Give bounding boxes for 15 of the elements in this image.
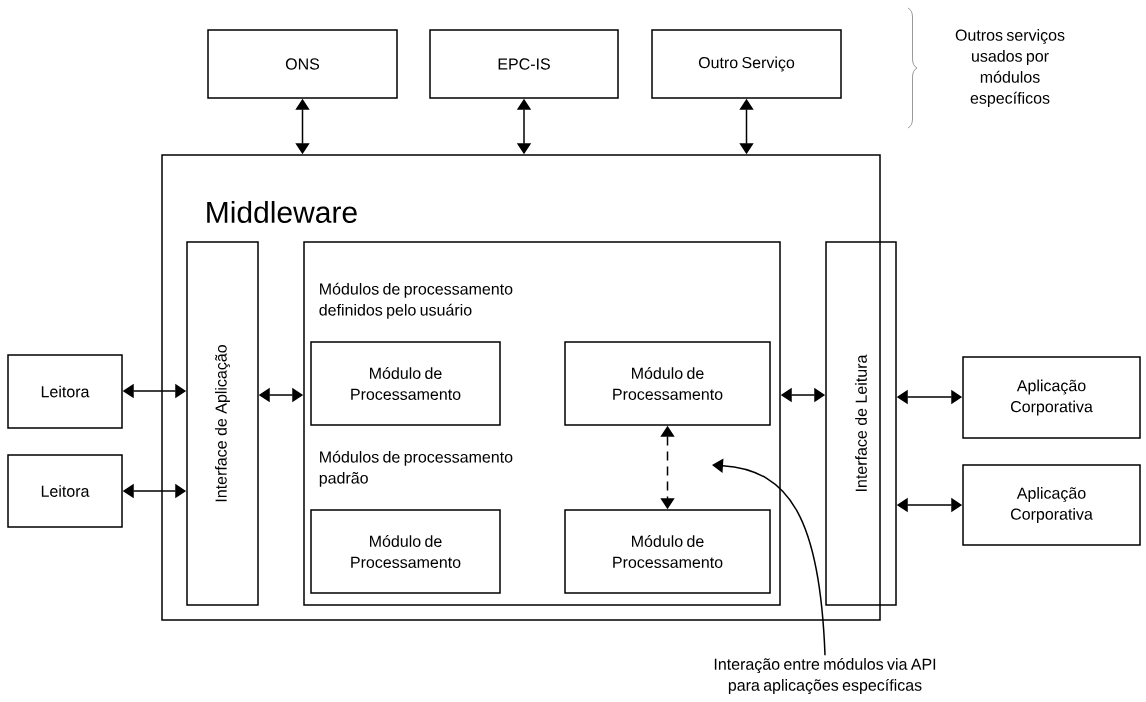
service-box: EPC-IS: [429, 29, 619, 99]
interface-box: Interface de Aplicação: [186, 241, 259, 606]
service-box: Outro Serviço: [651, 29, 842, 99]
module-box: Módulo de Processamento: [310, 341, 501, 426]
note-text: Outros serviços usados por módulos específicos: [955, 29, 1065, 107]
note-text: Interação entre módulos via API para aplicações específicas: [714, 657, 936, 695]
application-box: Aplicação Corporativa: [962, 464, 1141, 546]
application-box: Aplicação Corporativa: [962, 356, 1141, 439]
module-box: Módulo de Processamento: [564, 341, 771, 426]
service-box: ONS: [207, 29, 398, 99]
reader-box: Leitora: [7, 454, 123, 528]
reader-box: Leitora: [7, 354, 123, 429]
interface-box: Interface de Leitura: [825, 241, 897, 606]
module-box: Módulo de Processamento: [310, 509, 501, 594]
module-box: Módulo de Processamento: [564, 509, 771, 594]
